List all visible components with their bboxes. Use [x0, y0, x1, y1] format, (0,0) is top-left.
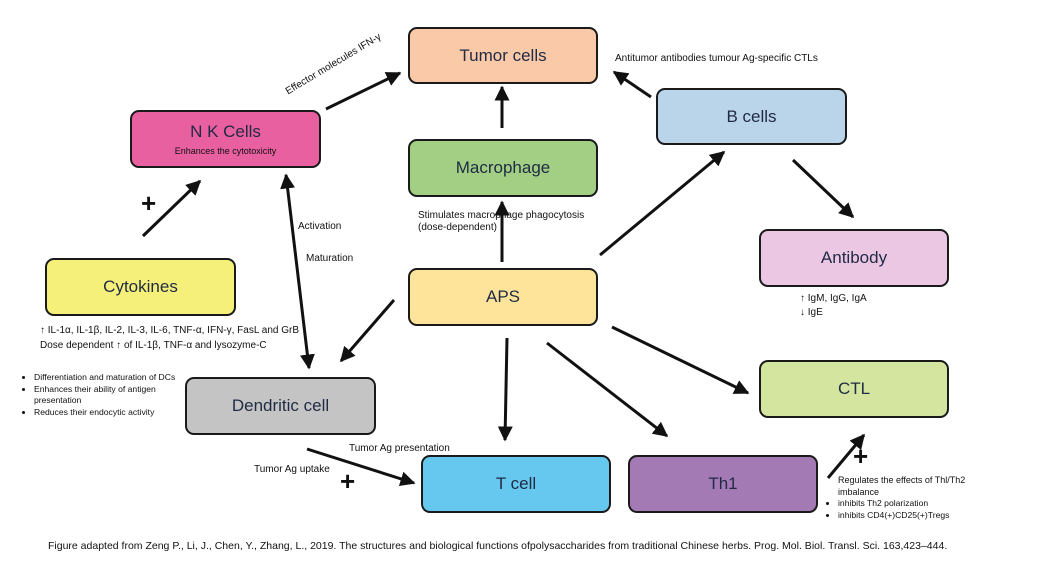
arrow-aps-to-tcell [497, 337, 513, 442]
nk-cells-label: N K Cells [190, 122, 261, 141]
cytokine-effect-line1: ↑ IL-1α, IL-1β, IL-2, IL-3, IL-6, TNF-α,… [40, 325, 300, 336]
antibody-label: Antibody [820, 248, 888, 267]
arrow-dendritic-to-tcell [306, 447, 416, 487]
arrow-bcells-to-antibody [791, 158, 855, 219]
antibody-node: Antibody [759, 229, 949, 287]
t-cell-node: T cell [421, 455, 611, 513]
antibody-effect-line1: ↑ IgM, IgG, IgA [800, 293, 867, 304]
arrow-aps-to-bcells [599, 150, 726, 257]
cytokines-node: Cytokines [45, 258, 236, 316]
plus-sign-cytokines-nk: + [141, 188, 157, 218]
figure-caption: Figure adapted from Zeng P., Li, J., Che… [48, 540, 948, 552]
macrophage-stimulation-label-line1: Stimulates macrophage phagocytosis [418, 210, 585, 221]
th1-label: Th1 [708, 474, 738, 493]
antibody-effect-line2: ↓ IgE [800, 307, 823, 318]
nk-cells-sublabel: Enhances the cytotoxicity [174, 146, 277, 156]
th-notes-list: inhibits Th2 polarization inhibits CD4(+… [826, 498, 1038, 521]
aps-label: APS [485, 287, 521, 306]
antitumor-antibodies-label: Antitumor antibodies tumour Ag-specific … [615, 53, 818, 64]
tumor-ag-presentation-label: Tumor Ag presentation [349, 443, 450, 454]
b-cells-label: B cells [726, 106, 777, 126]
dendritic-notes-list: Differentiation and maturation of DCs En… [22, 372, 194, 418]
dendritic-note-item: Differentiation and maturation of DCs [34, 372, 194, 384]
arrow-aps-to-dendritic [339, 299, 396, 363]
ctl-label: CTL [837, 379, 871, 398]
aps-node: APS [408, 268, 598, 326]
arrow-nk-to-tumor [325, 71, 402, 111]
arrow-nk-dendritic-bidirectional [280, 173, 315, 370]
dendritic-note-item: Enhances their ability of antigen presen… [34, 384, 194, 407]
ctl-node: CTL [759, 360, 949, 418]
arrow-th1-to-ctl [826, 433, 866, 479]
cytokine-effect-line2: Dose dependent ↑ of IL-1β, TNF-α and lys… [40, 340, 267, 351]
cytokines-label: Cytokines [103, 277, 178, 296]
arrow-aps-to-th1 [546, 341, 669, 438]
plus-sign-th1-ctl: + [853, 441, 869, 471]
arrow-bcells-to-tumor [612, 70, 652, 99]
tumor-cells-node: Tumor cells [408, 27, 598, 84]
tumor-ag-uptake-label: Tumor Ag uptake [254, 464, 330, 475]
activation-label: Activation [298, 221, 342, 232]
arrow-aps-to-ctl [611, 325, 750, 395]
macrophage-stimulation-label-line2: (dose-dependent) [418, 222, 497, 233]
plus-sign-dendritic-tcell: + [340, 466, 356, 496]
th-note-item: inhibits Th2 polarization [838, 498, 1038, 510]
nk-cells-node: N K Cells Enhances the cytotoxicity [130, 110, 321, 168]
th1-node: Th1 [628, 455, 818, 513]
arrow-cytokines-to-nk [141, 179, 202, 238]
b-cells-node: B cells [656, 88, 847, 145]
t-cell-label: T cell [495, 474, 537, 493]
dendritic-cell-node: Dendritic cell [185, 377, 376, 435]
maturation-label: Maturation [306, 253, 354, 264]
th-regulation-note: Regulates the effects of Thl/Th2 imbalan… [838, 475, 966, 497]
dendritic-note-item: Reduces their endocytic activity [34, 407, 194, 419]
th-note-item: inhibits CD4(+)CD25(+)Tregs [838, 510, 1038, 522]
tumor-cells-label: Tumor cells [459, 45, 547, 65]
macrophage-node: Macrophage [408, 139, 598, 197]
dendritic-cell-label: Dendritic cell [231, 396, 330, 415]
macrophage-label: Macrophage [455, 158, 551, 177]
